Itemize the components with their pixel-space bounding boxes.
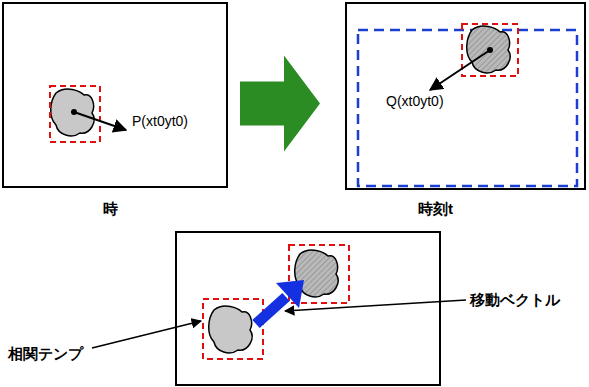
result-panel bbox=[92, 232, 466, 385]
image-frame: P(xt0yt0)時 bbox=[2, 2, 228, 188]
transition-arrow bbox=[240, 56, 320, 152]
callout-label: 移動ベクトル bbox=[470, 291, 560, 308]
callout-label: 相関テンプ bbox=[8, 345, 83, 362]
point-label: Q(xt0yt0) bbox=[386, 93, 444, 109]
target-right bbox=[358, 24, 577, 186]
image-frame: Q(xt0yt0)時刻t bbox=[345, 2, 586, 190]
target-left bbox=[50, 86, 126, 142]
time-label: 時刻t bbox=[418, 200, 453, 217]
point-label: P(xt0yt0) bbox=[132, 113, 188, 129]
time-label: 時 bbox=[103, 200, 118, 217]
